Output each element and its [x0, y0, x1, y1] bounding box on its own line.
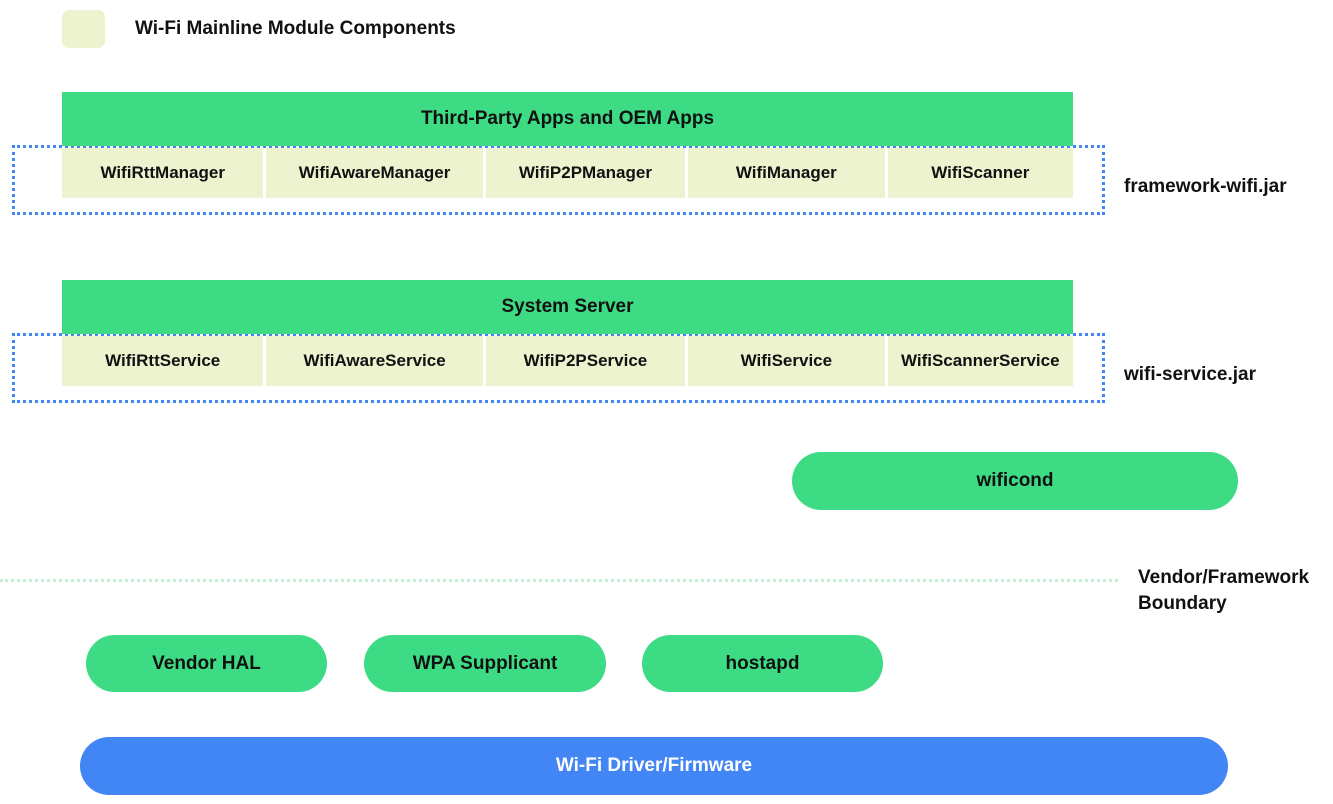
vendor-hal-label: Vendor HAL [152, 652, 261, 674]
wifi-service-component-row: WifiRttService WifiAwareService WifiP2PS… [62, 336, 1073, 386]
component-label: WifiService [740, 351, 833, 370]
component-wifiscannerservice[interactable]: WifiScannerService [887, 336, 1073, 386]
component-wifirttmanager[interactable]: WifiRttManager [62, 148, 264, 198]
component-label: WifiAwareService [303, 351, 446, 370]
vendor-framework-boundary-line [0, 579, 1118, 582]
third-party-apps-header-bar: Third-Party Apps and OEM Apps [62, 92, 1073, 146]
vendor-hal-pill[interactable]: Vendor HAL [86, 635, 327, 692]
legend-swatch-icon [62, 10, 105, 48]
component-wifip2pservice[interactable]: WifiP2PService [485, 336, 686, 386]
vendor-boundary-line-2: Boundary [1138, 593, 1227, 614]
component-wifimanager[interactable]: WifiManager [688, 148, 885, 198]
component-label: WifiManager [735, 163, 837, 182]
framework-wifi-jar-boundary [12, 145, 1105, 215]
component-label: WifiScanner [931, 163, 1030, 182]
wpa-supplicant-pill[interactable]: WPA Supplicant [364, 635, 606, 692]
legend: Wi-Fi Mainline Module Components [62, 10, 456, 48]
component-label: WifiP2PService [523, 351, 648, 370]
hostapd-pill[interactable]: hostapd [642, 635, 883, 692]
wifi-driver-firmware-label: Wi-Fi Driver/Firmware [555, 755, 753, 776]
component-label: WifiRttService [105, 351, 221, 370]
component-wifirttservice[interactable]: WifiRttService [62, 336, 264, 386]
framework-wifi-component-row: WifiRttManager WifiAwareManager WifiP2PM… [62, 148, 1073, 198]
third-party-apps-header-label: Third-Party Apps and OEM Apps [420, 108, 715, 129]
component-wifip2pmanager[interactable]: WifiP2PManager [485, 148, 686, 198]
vendor-framework-boundary-label: Vendor/Framework Boundary [1138, 565, 1328, 617]
wifi-service-jar-label: wifi-service.jar [1124, 364, 1257, 385]
wifi-service-jar-boundary [12, 333, 1105, 403]
component-wifiawaremanager[interactable]: WifiAwareManager [266, 148, 483, 198]
system-server-header-bar: System Server [62, 280, 1073, 334]
legend-label: Wi-Fi Mainline Module Components [135, 18, 456, 39]
vendor-boundary-line-1: Vendor/Framework [1138, 567, 1310, 588]
wificond-label: wificond [976, 470, 1054, 491]
hostapd-label: hostapd [725, 652, 800, 674]
component-wifiawareservice[interactable]: WifiAwareService [266, 336, 483, 386]
system-server-header-label: System Server [501, 296, 634, 317]
component-label: WifiAwareManager [298, 163, 451, 182]
wpa-supplicant-label: WPA Supplicant [412, 652, 558, 674]
component-label: WifiP2PManager [518, 163, 652, 182]
wificond-pill[interactable]: wificond [792, 452, 1238, 510]
component-label: WifiScannerService [900, 351, 1060, 370]
component-wifiservice[interactable]: WifiService [688, 336, 885, 386]
component-wifiscanner[interactable]: WifiScanner [887, 148, 1073, 198]
component-label: WifiRttManager [100, 163, 225, 182]
wifi-driver-firmware-pill[interactable]: Wi-Fi Driver/Firmware [80, 737, 1228, 795]
framework-wifi-jar-label: framework-wifi.jar [1124, 176, 1287, 197]
